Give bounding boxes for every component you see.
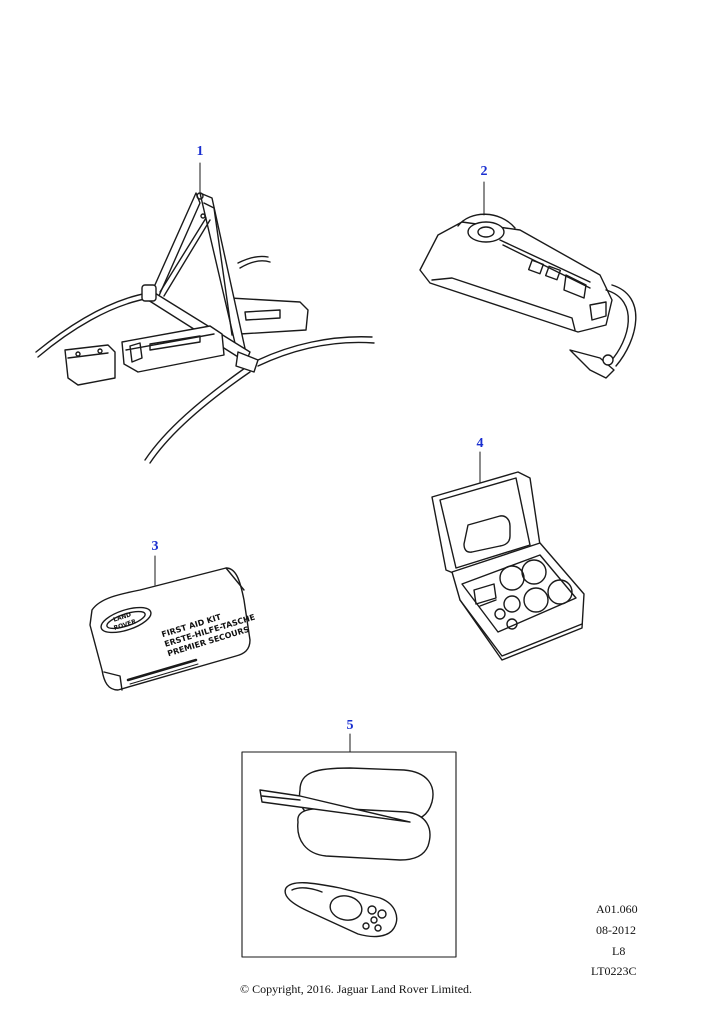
ref-code: A01.060 bbox=[596, 902, 638, 916]
ref-model: L8 bbox=[612, 944, 626, 958]
bulb-kit-illustration bbox=[431, 451, 585, 661]
first-aid-kit-illustration bbox=[89, 555, 251, 691]
key-cover-illustration bbox=[241, 733, 457, 958]
ref-illustration-id: LT0223C bbox=[591, 964, 637, 978]
warning-triangle-illustration bbox=[35, 162, 375, 464]
copyright-notice: © Copyright, 2016. Jaguar Land Rover Lim… bbox=[239, 982, 473, 996]
callout-2: 2 bbox=[480, 164, 488, 179]
foot-pump-illustration bbox=[419, 181, 637, 379]
callout-3: 3 bbox=[151, 539, 159, 554]
callout-4: 4 bbox=[476, 436, 484, 451]
callout-5: 5 bbox=[346, 718, 354, 733]
ref-date: 08-2012 bbox=[596, 923, 636, 937]
callout-1: 1 bbox=[196, 144, 204, 159]
